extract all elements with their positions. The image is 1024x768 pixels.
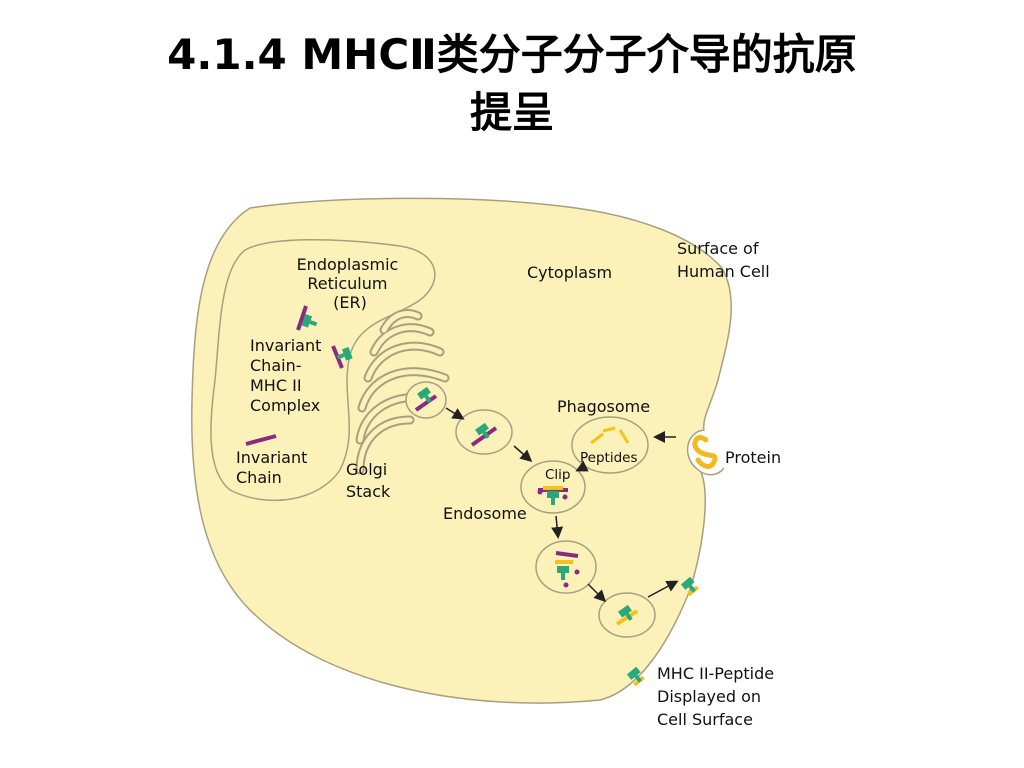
surface-mhc-peptide-1 — [680, 576, 700, 597]
vesicle-transport — [455, 409, 513, 455]
endoplasmic-reticulum — [210, 238, 436, 502]
label-mhc-peptide-displayed: MHC II-Peptide Displayed on Cell Surface — [657, 664, 779, 729]
arrow-to-surface — [647, 580, 679, 598]
label-invariant-chain-mhc-complex: Invariant Chain- MHC II Complex — [250, 336, 326, 415]
arrow-loading-to-presentation — [587, 583, 607, 603]
phagosome-vesicle — [571, 416, 649, 474]
label-cytoplasm: Cytoplasm — [527, 263, 612, 282]
arrow-vesicle-to-endosome — [513, 445, 533, 462]
invariant-chain-molecule — [245, 434, 277, 446]
protein-molecule — [692, 435, 718, 469]
arrow-phagosome-to-endosome — [575, 460, 589, 472]
presentation-vesicle — [598, 592, 656, 638]
invariant-chain-mhc-complex-1 — [296, 305, 319, 331]
label-er: Endoplasmic Reticulum (ER) — [297, 255, 404, 312]
label-protein: Protein — [725, 448, 781, 467]
arrow-endosome-to-loading — [551, 515, 564, 539]
slide-title: 4.1.4 MHCⅡ类分子分子介导的抗原 提呈 — [60, 26, 964, 142]
label-phagosome: Phagosome — [557, 397, 650, 416]
label-surface-of-human-cell: Surface of Human Cell — [677, 239, 770, 281]
title-line-2: 提呈 — [469, 88, 554, 137]
arrow-golgi-to-vesicle — [445, 407, 465, 420]
label-golgi-stack: Golgi Stack — [346, 460, 392, 501]
label-endosome: Endosome — [443, 504, 527, 523]
endosome-vesicle — [520, 460, 586, 514]
vesicle-golgi-exit — [405, 381, 447, 419]
loading-vesicle — [535, 540, 597, 594]
surface-mhc-peptide-2 — [626, 666, 646, 687]
title-line-1: 4.1.4 MHCⅡ类分子分子介导的抗原 — [167, 30, 857, 79]
label-clip: Clip — [545, 467, 571, 483]
label-invariant-chain: Invariant Chain — [236, 448, 312, 487]
label-peptides: Peptides — [580, 450, 638, 466]
invariant-chain-mhc-complex-2 — [331, 345, 353, 369]
